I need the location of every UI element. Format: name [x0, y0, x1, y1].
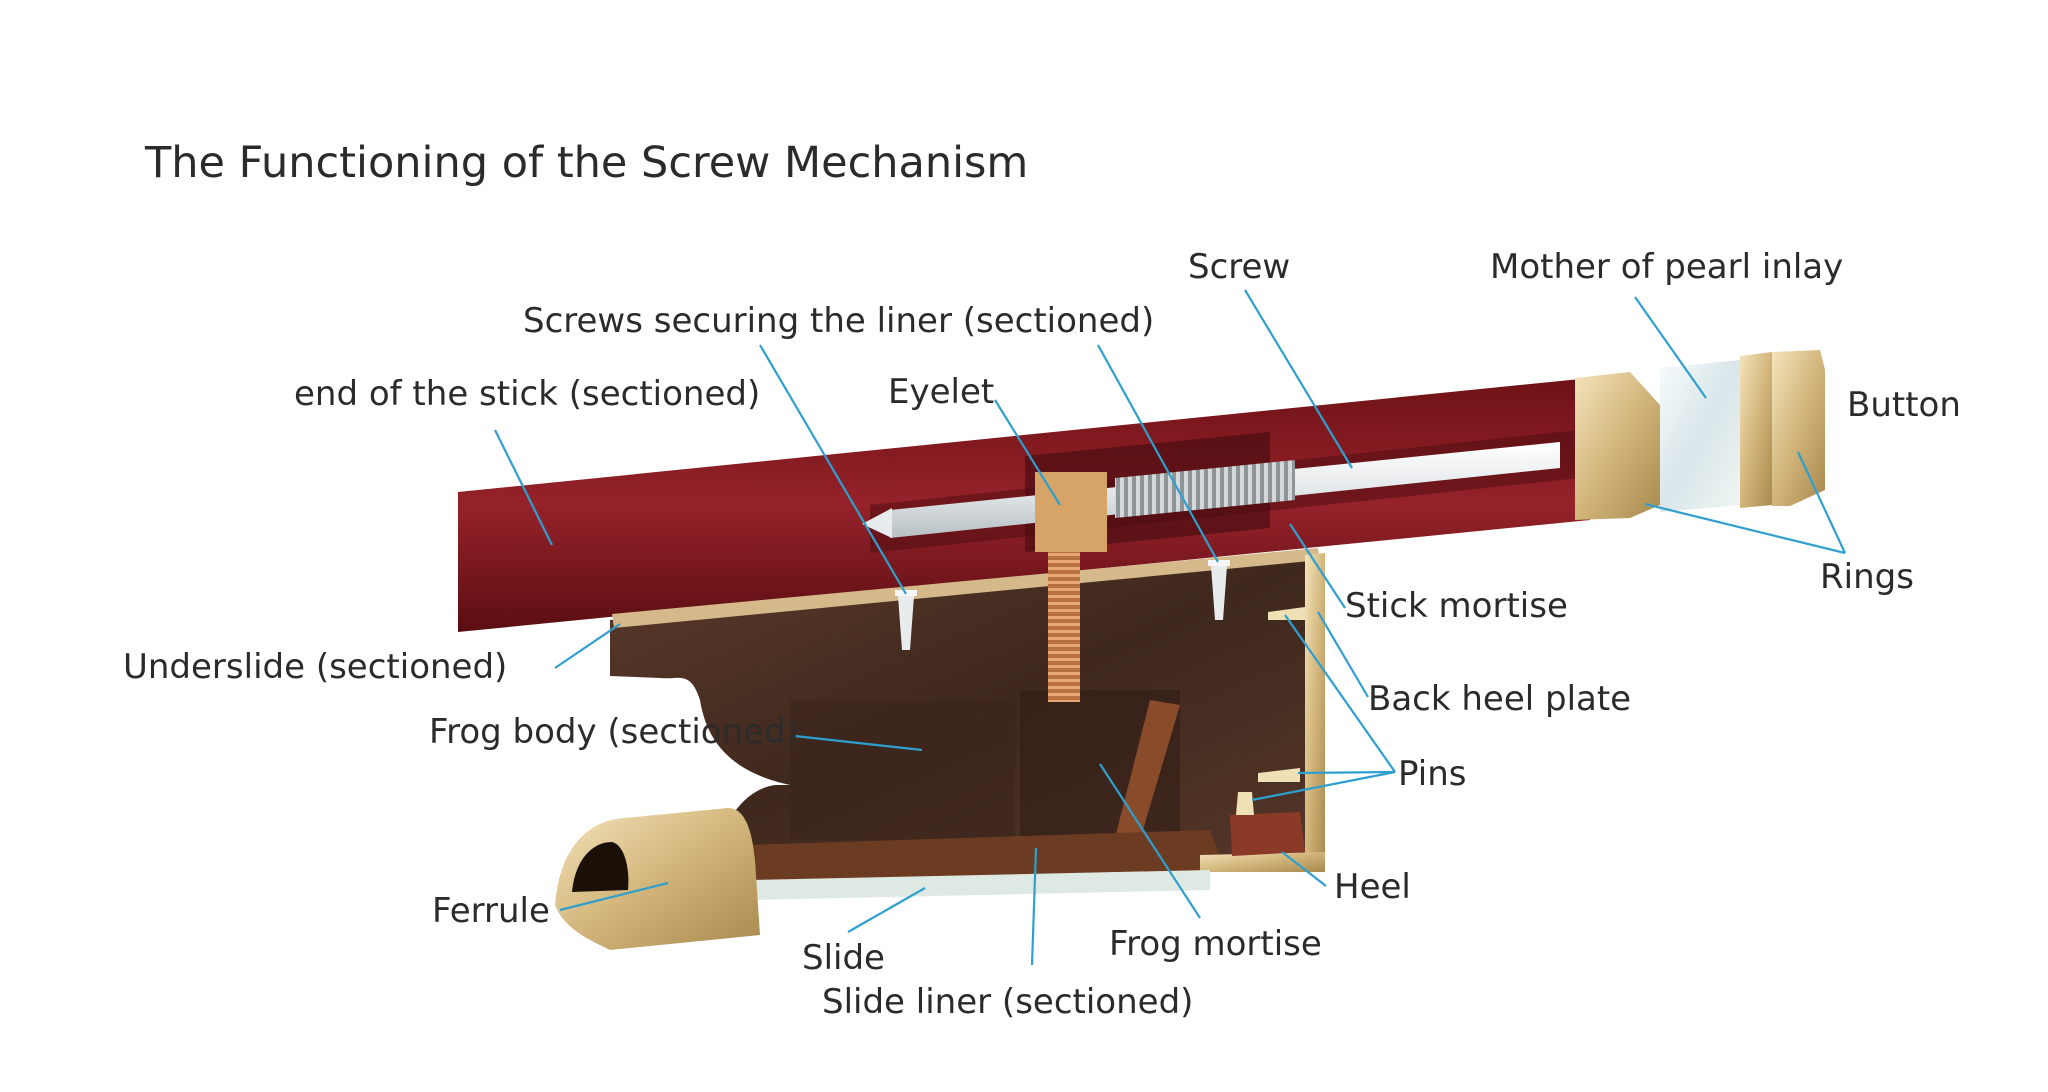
label-frog-mortise: Frog mortise	[1109, 924, 1322, 964]
frog-panel-left	[790, 700, 1015, 840]
slide-liner-strip	[745, 830, 1225, 885]
frog-mortise-ramp	[1115, 700, 1180, 840]
label-underslide: Underslide (sectioned)	[123, 647, 508, 687]
leader-ferrule	[559, 881, 669, 912]
leader-end-of-stick	[494, 429, 553, 546]
eyelet-stem	[1048, 552, 1080, 702]
pin-lower	[1236, 792, 1254, 815]
label-frog-body: Frog body (sectioned)	[429, 712, 799, 752]
leader-lines	[494, 289, 1846, 966]
label-slide-liner: Slide liner (sectioned)	[822, 982, 1194, 1022]
heel-block	[1230, 812, 1305, 856]
mother-of-pearl-inlay	[1660, 360, 1740, 512]
leader-pins-1	[1284, 614, 1396, 773]
label-rings: Rings	[1820, 557, 1914, 597]
leader-frog-body	[794, 734, 923, 752]
back-heel-plate	[1305, 553, 1325, 872]
leader-pins-3	[1251, 770, 1396, 802]
leader-screws-securing-right	[1097, 344, 1219, 563]
label-end-of-stick: end of the stick (sectioned)	[294, 374, 761, 414]
ring-front	[1575, 372, 1660, 520]
leader-stick-mortise	[1289, 523, 1346, 609]
label-mother-of-pearl-inlay: Mother of pearl inlay	[1490, 247, 1844, 287]
leader-rings-1	[1644, 502, 1846, 555]
underslide-edge	[612, 548, 1320, 628]
label-eyelet: Eyelet	[888, 372, 995, 412]
leader-pins-2	[1297, 770, 1396, 775]
heel-plate-bottom	[1200, 852, 1325, 872]
label-screws-securing-liner: Screws securing the liner (sectioned)	[523, 301, 1155, 341]
liner-screw-right	[1208, 560, 1230, 620]
ring-back	[1740, 352, 1772, 508]
screw-threads	[1115, 460, 1295, 518]
label-stick-mortise: Stick mortise	[1345, 586, 1568, 626]
diagram-title: The Functioning of the Screw Mechanism	[145, 138, 1029, 188]
leader-underslide	[554, 623, 621, 669]
screw-tip	[862, 508, 892, 538]
label-slide: Slide	[802, 938, 885, 978]
label-heel: Heel	[1334, 867, 1411, 907]
leader-pearl	[1634, 296, 1707, 399]
slide	[750, 870, 1210, 900]
label-button: Button	[1847, 385, 1961, 425]
leader-heel	[1281, 851, 1327, 887]
button-end	[1772, 350, 1825, 506]
pin-upper	[1268, 607, 1305, 620]
pin-middle	[1258, 768, 1300, 782]
label-ferrule: Ferrule	[432, 891, 550, 931]
label-back-heel-plate: Back heel plate	[1368, 679, 1632, 719]
leader-slide	[847, 887, 926, 933]
label-pins: Pins	[1398, 754, 1467, 794]
leader-frog-mortise	[1099, 763, 1201, 919]
leader-screw	[1244, 289, 1353, 469]
leader-back-heel-plate	[1317, 611, 1369, 698]
leader-screws-securing-left	[759, 344, 907, 595]
leader-slide-liner	[1030, 847, 1038, 966]
label-screw: Screw	[1188, 247, 1291, 287]
leader-eyelet	[994, 399, 1061, 506]
ferrule-hole	[572, 842, 629, 892]
leader-rings-2	[1797, 451, 1846, 554]
